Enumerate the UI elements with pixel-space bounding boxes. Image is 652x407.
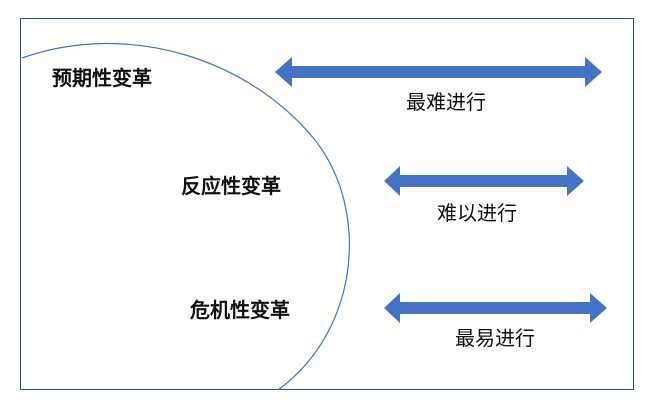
double-arrow-1 <box>275 57 602 87</box>
diagram-frame <box>20 18 634 390</box>
caption-hardest: 最难进行 <box>406 90 486 114</box>
label-anticipatory-change: 预期性变革 <box>52 66 152 90</box>
double-arrow-3 <box>384 293 607 323</box>
caption-difficult: 难以进行 <box>437 201 517 225</box>
double-arrow-2 <box>384 166 584 196</box>
boundary-arc <box>21 42 350 391</box>
label-reactive-change: 反应性变革 <box>181 174 281 198</box>
caption-easiest: 最易进行 <box>455 326 535 350</box>
label-crisis-change: 危机性变革 <box>190 298 290 322</box>
